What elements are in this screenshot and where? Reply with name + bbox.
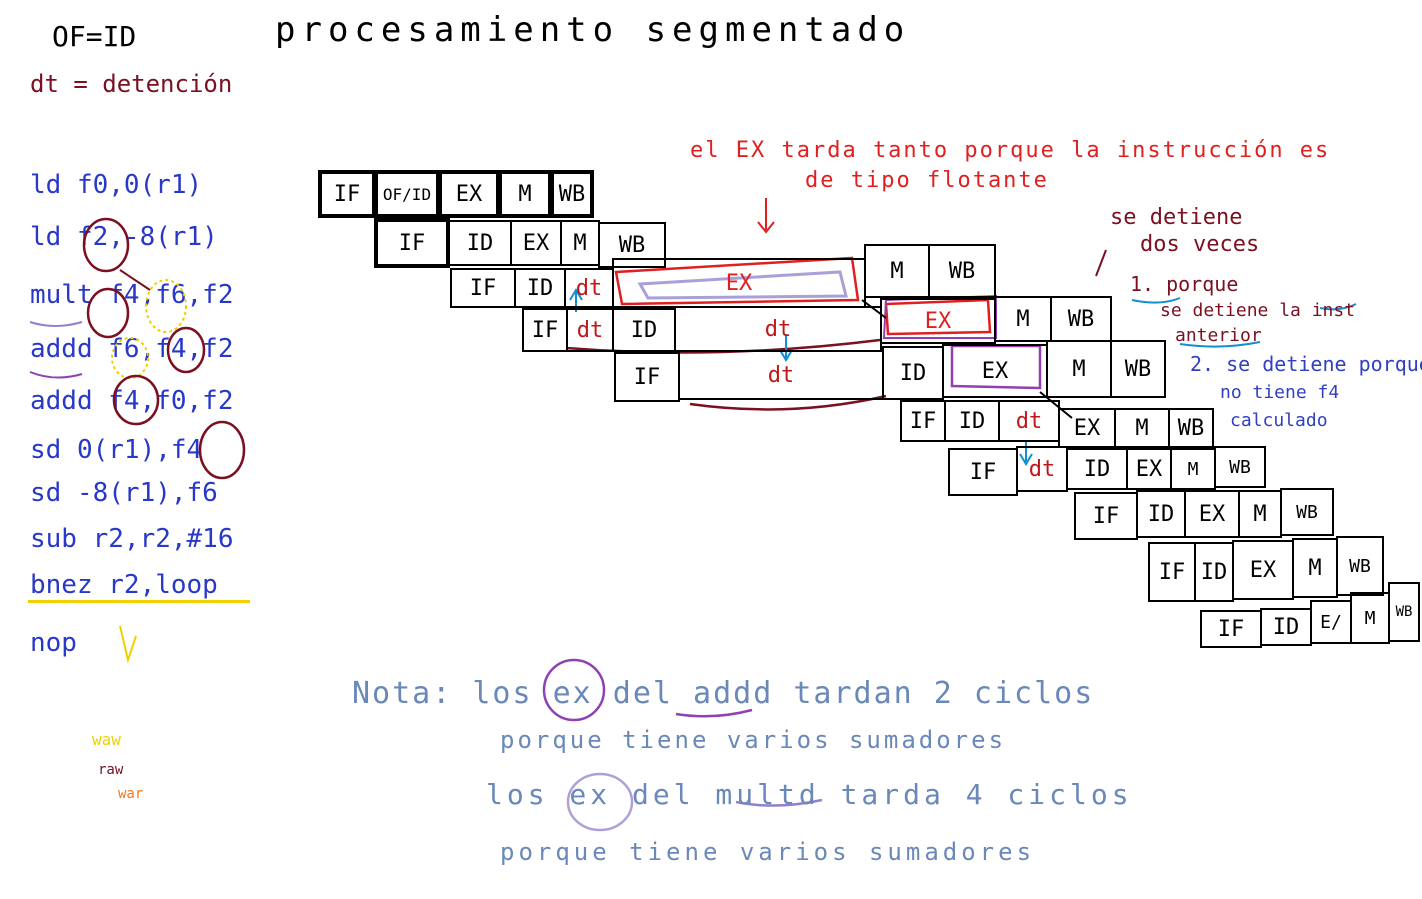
stage-wb: WB	[598, 222, 666, 268]
stage-dt: dt	[566, 308, 614, 352]
stage-id: ID	[1260, 608, 1312, 646]
code-line: addd f4,f0,f2	[30, 386, 234, 416]
stage-m: M	[1292, 538, 1338, 598]
code-line: nop	[30, 628, 77, 658]
stage-id: ID	[882, 346, 944, 400]
stage-if: IF	[374, 218, 450, 268]
legend-raw: raw	[98, 762, 124, 778]
stage-ex: E/	[1310, 600, 1352, 644]
stage-if: IF	[1148, 542, 1196, 602]
stage-if: IF	[450, 268, 516, 308]
dt-definition: dt = detención	[30, 70, 233, 98]
stage-if: IF	[1074, 492, 1138, 540]
stage-m: M	[1350, 592, 1390, 644]
stage-id: ID	[1066, 448, 1128, 490]
stage-dt: dt	[564, 268, 614, 308]
stage-wb: WB	[1388, 582, 1420, 642]
stage-ex: EX	[942, 344, 1048, 398]
stage-ofid: OF/ID	[374, 170, 440, 218]
stage-ex: EX	[1232, 540, 1294, 600]
stage-m: M	[1114, 408, 1170, 448]
bottom-note-line: Nota: los ex del addd tardan 2 ciclos	[352, 676, 1095, 711]
stage-wb: WB	[1280, 488, 1334, 536]
stage-dt: dt	[674, 306, 882, 352]
code-line: mult f4,f6,f2	[30, 280, 234, 310]
stage-m: M	[1170, 448, 1216, 490]
stage-if: IF	[1200, 610, 1262, 648]
stage-m: M	[1238, 490, 1282, 538]
code-line: sub r2,r2,#16	[30, 524, 234, 554]
stage-id: ID	[612, 308, 676, 352]
stage-ex: EX	[612, 258, 866, 308]
bottom-note-line: porque tiene varios sumadores	[500, 726, 1007, 754]
stage-ex: EX	[880, 298, 996, 344]
stage-m: M	[560, 220, 600, 266]
stage-if: IF	[900, 400, 946, 442]
stage-id: ID	[1136, 490, 1186, 538]
reason-1-cont-2: anterior	[1175, 325, 1262, 346]
stage-wb: WB	[550, 170, 594, 218]
code-line: ld f2,-8(r1)	[30, 222, 218, 252]
stage-id: ID	[514, 268, 566, 308]
yellow-underline	[28, 600, 250, 603]
stop-note: se detiene	[1110, 205, 1243, 230]
stage-m: M	[864, 244, 930, 298]
code-line: bnez r2,loop	[30, 570, 218, 600]
ex-float-note-2: de tipo flotante	[805, 168, 1049, 193]
stage-ex: EX	[1058, 408, 1116, 448]
bottom-note-line: los ex del multd tarda 4 ciclos	[486, 778, 1133, 811]
of-id-equivalence: OF=ID	[52, 20, 137, 53]
stage-wb: WB	[1214, 446, 1266, 488]
stage-if: IF	[522, 308, 568, 352]
reason-2-cont: no tiene f4	[1220, 382, 1340, 403]
stage-wb: WB	[1050, 296, 1112, 342]
stage-wb: WB	[1336, 536, 1384, 596]
stage-m: M	[1046, 340, 1112, 398]
reason-1-cont: se detiene la inst	[1160, 300, 1356, 321]
stage-if: IF	[614, 352, 680, 402]
reason-2: 2. se detiene porque	[1190, 352, 1422, 376]
stop-note-2: dos veces	[1140, 232, 1260, 257]
page-title: procesamiento segmentado	[275, 10, 911, 50]
stage-ex: EX	[1126, 448, 1172, 490]
stage-wb: WB	[1168, 408, 1214, 448]
legend-waw: waw	[92, 730, 121, 749]
stage-wb: WB	[1110, 340, 1166, 398]
stage-dt: dt	[678, 350, 884, 400]
bottom-note-line: porque tiene varios sumadores	[500, 838, 1036, 866]
reason-2-cont-2: calculado	[1230, 410, 1328, 431]
legend-war: war	[118, 786, 144, 802]
stage-m: M	[994, 296, 1052, 342]
stage-id: ID	[448, 220, 512, 266]
code-line: sd 0(r1),f4	[30, 435, 203, 465]
stage-dt: dt	[998, 400, 1060, 442]
ex-float-note: el EX tarda tanto porque la instrucción …	[690, 138, 1331, 163]
stage-id: ID	[944, 400, 1000, 442]
reason-1: 1. porque	[1130, 272, 1239, 296]
stage-if: IF	[948, 448, 1018, 496]
stage-ex: EX	[510, 220, 562, 266]
stage-dt: dt	[1016, 446, 1068, 492]
stage-id: ID	[1194, 542, 1234, 602]
code-line: sd -8(r1),f6	[30, 478, 218, 508]
stage-wb: WB	[928, 244, 996, 298]
stage-ex: EX	[438, 170, 500, 218]
stage-m: M	[498, 170, 552, 218]
stage-if: IF	[318, 170, 376, 218]
stage-ex: EX	[1184, 490, 1240, 538]
code-line: ld f0,0(r1)	[30, 170, 203, 200]
